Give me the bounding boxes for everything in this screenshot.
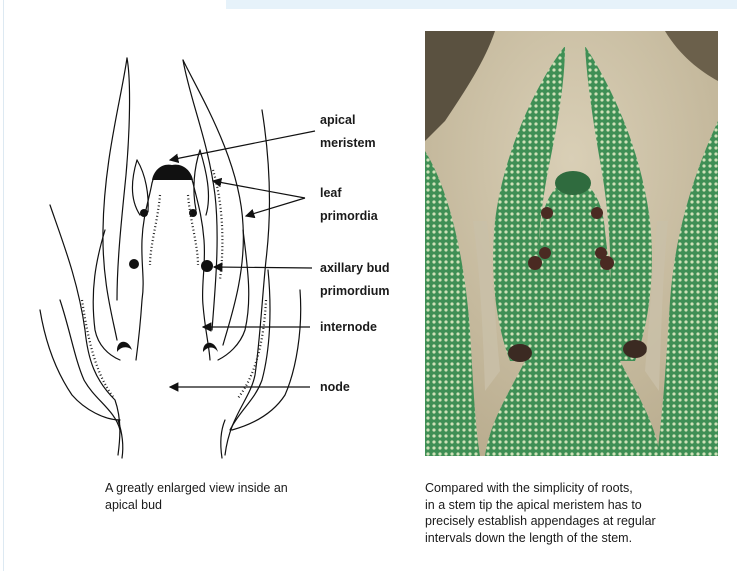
label-internode: internode <box>320 317 377 337</box>
label-node: node <box>320 377 350 397</box>
apical-bud-diagram <box>0 0 425 470</box>
left-caption-line-2: apical bud <box>105 497 405 514</box>
label-axillary-bud: axillary bud <box>320 258 389 278</box>
label-leaf: leaf <box>320 183 342 203</box>
label-primordia: primordia <box>320 206 378 226</box>
right-caption-line-3: precisely establish appendages at regula… <box>425 513 730 530</box>
right-caption-line-1: Compared with the simplicity of roots, <box>425 480 730 497</box>
right-caption-line-4: intervals down the length of the stem. <box>425 530 730 547</box>
left-caption-line-1: A greatly enlarged view inside an <box>105 480 405 497</box>
left-caption: A greatly enlarged view inside an apical… <box>105 480 405 513</box>
micrograph-photo <box>425 31 718 456</box>
label-meristem: meristem <box>320 133 376 153</box>
right-caption-line-2: in a stem tip the apical meristem has to <box>425 497 730 514</box>
right-caption: Compared with the simplicity of roots, i… <box>425 480 730 546</box>
label-apical: apical <box>320 110 355 130</box>
label-primordium: primordium <box>320 281 389 301</box>
